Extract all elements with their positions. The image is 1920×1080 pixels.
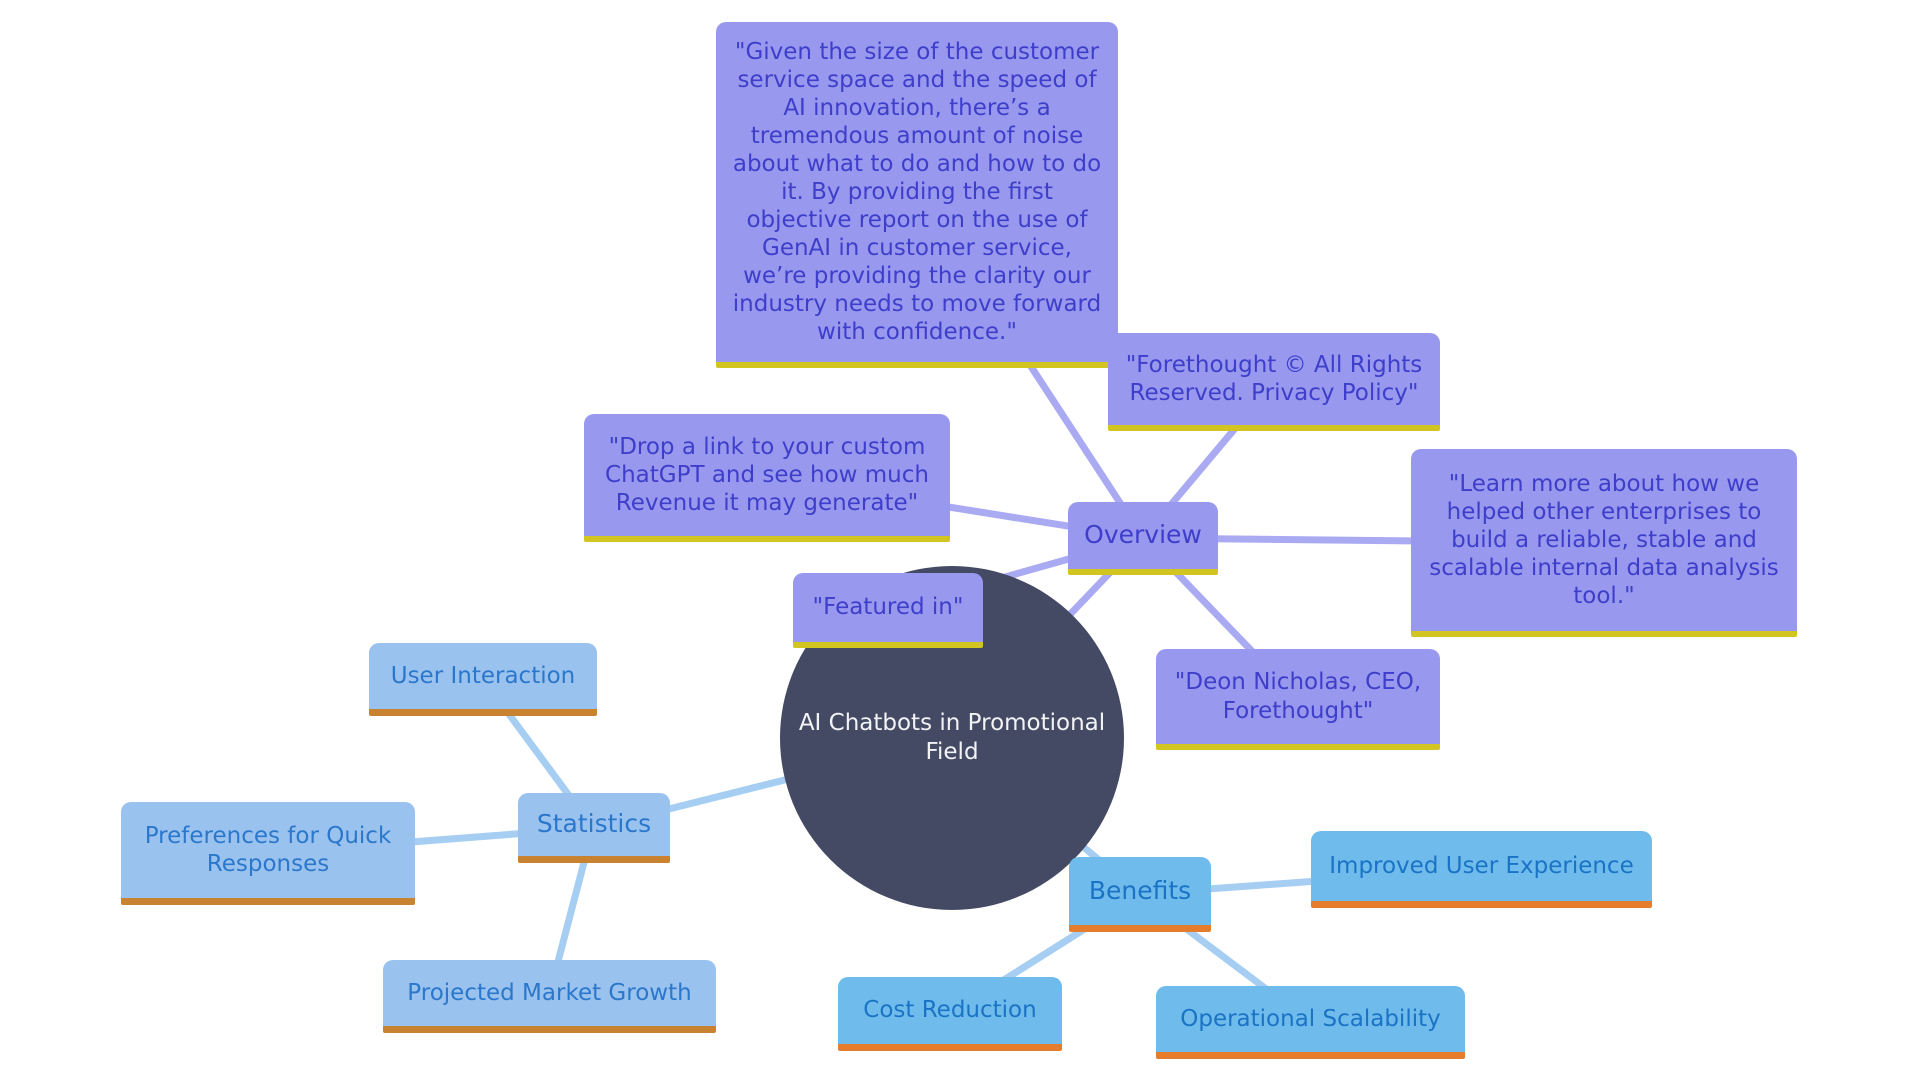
- overview-rights-node[interactable]: "Forethought © All Rights Reserved. Priv…: [1108, 333, 1440, 431]
- benefits-hub-node[interactable]: Benefits: [1069, 857, 1211, 932]
- benefits-user-experience-node[interactable]: Improved User Experience: [1311, 831, 1652, 908]
- statistics-quick-responses-node[interactable]: Preferences for Quick Responses: [121, 802, 415, 905]
- overview-chatgpt-link-node[interactable]: "Drop a link to your custom ChatGPT and …: [584, 414, 950, 542]
- overview-featured-in-node[interactable]: "Featured in": [793, 573, 983, 648]
- statistics-user-interaction-node[interactable]: User Interaction: [369, 643, 597, 716]
- statistics-hub-node[interactable]: Statistics: [518, 793, 670, 863]
- overview-quote-node[interactable]: "Given the size of the customer service …: [716, 22, 1118, 368]
- overview-hub-node[interactable]: Overview: [1068, 502, 1218, 575]
- benefits-cost-reduction-node[interactable]: Cost Reduction: [838, 977, 1062, 1051]
- benefits-operational-scalability-node[interactable]: Operational Scalability: [1156, 986, 1465, 1059]
- overview-ceo-node[interactable]: "Deon Nicholas, CEO, Forethought": [1156, 649, 1440, 750]
- overview-learn-more-node[interactable]: "Learn more about how we helped other en…: [1411, 449, 1797, 637]
- statistics-market-growth-node[interactable]: Projected Market Growth: [383, 960, 716, 1033]
